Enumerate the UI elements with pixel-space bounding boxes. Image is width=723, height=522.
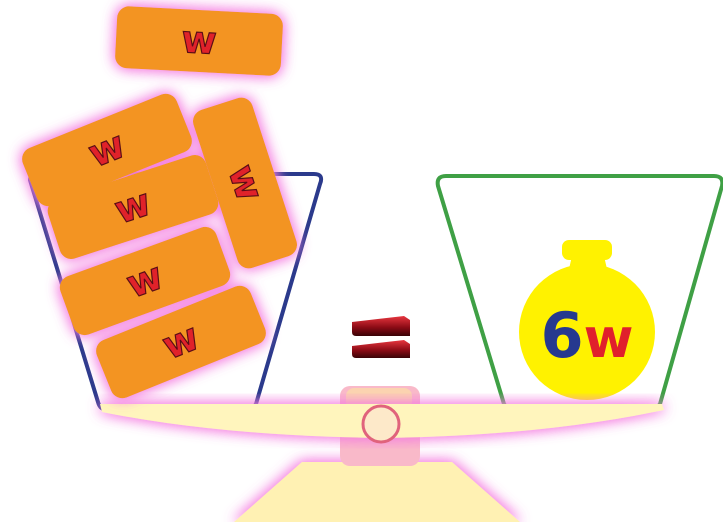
scale-beam: [100, 404, 664, 442]
weight-coefficient: 6: [540, 299, 583, 372]
w-tiles: w w w w w w: [18, 6, 300, 402]
weight-variable: w: [584, 307, 634, 370]
tile-w-icon: w: [114, 6, 283, 77]
svg-text:w: w: [180, 17, 217, 63]
svg-text:6w: 6w: [540, 299, 633, 372]
pivot-circle-icon: [363, 406, 399, 442]
equals-sign-icon: =: [352, 316, 410, 358]
